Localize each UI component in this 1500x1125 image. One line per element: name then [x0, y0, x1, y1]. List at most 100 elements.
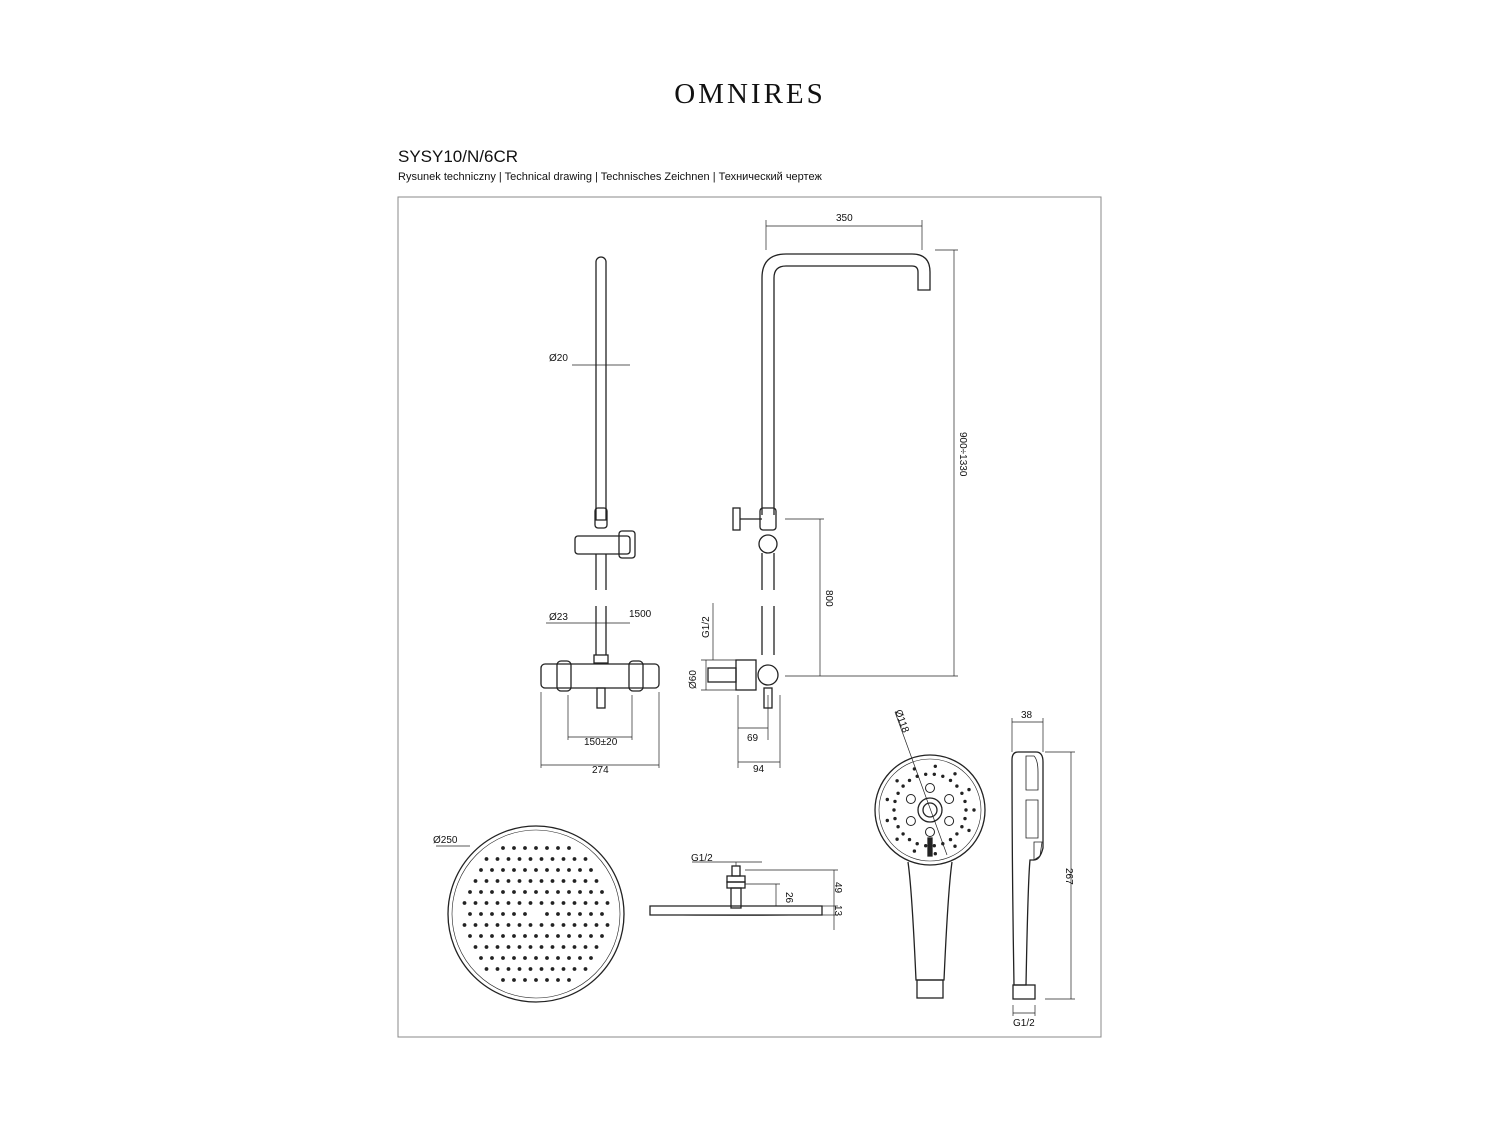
nozzle-ring	[944, 816, 955, 826]
nozzle-hole	[534, 978, 538, 982]
nozzle-hole	[578, 956, 582, 960]
label-hand-depth: 38	[1021, 710, 1033, 721]
nozzle-hole	[512, 956, 516, 960]
nozzle-hole	[479, 868, 483, 872]
label-connector-diameter: Ø60	[688, 670, 699, 689]
nozzle-hole	[545, 978, 549, 982]
label-mixer-width: 274	[592, 765, 609, 776]
nozzle-hole	[572, 967, 577, 971]
spray-dot	[963, 799, 967, 804]
nozzle-hole	[539, 857, 544, 861]
nozzle-hole	[605, 901, 610, 905]
hand-side-dimension-lines	[1011, 718, 1075, 1016]
nozzle-hole	[556, 978, 560, 982]
nozzle-hole	[473, 945, 478, 949]
nozzle-hole	[517, 945, 522, 949]
side-dimension-lines	[701, 220, 958, 768]
nozzle-hole	[523, 934, 527, 938]
nozzle-hole	[572, 879, 577, 883]
nozzle-hole	[583, 879, 588, 883]
nozzle-hole	[545, 868, 549, 872]
spray-dot	[953, 772, 957, 776]
spray-dot	[960, 825, 964, 829]
nozzle-hole	[589, 956, 593, 960]
spray-dot	[932, 772, 936, 776]
nozzle-hole	[589, 868, 593, 872]
nozzle-hole	[567, 978, 571, 982]
nozzle-hole	[534, 890, 538, 894]
nozzle-hole	[572, 901, 577, 905]
nozzle-hole	[534, 868, 538, 872]
spray-dot	[895, 779, 899, 783]
nozzle-hole	[556, 956, 560, 960]
spray-dot	[967, 787, 971, 792]
nozzle-hole	[589, 934, 593, 938]
spray-dot	[893, 799, 897, 804]
nozzle-hole	[578, 912, 582, 916]
nozzle-hole	[506, 967, 511, 971]
spray-dot	[967, 828, 971, 833]
label-overhead-reach: 350	[836, 213, 853, 224]
nozzle-hole	[572, 945, 577, 949]
nozzle-hole	[495, 901, 500, 905]
nozzle-hole	[572, 923, 577, 927]
nozzle-hole	[539, 967, 544, 971]
nozzle-hole	[545, 912, 549, 916]
spray-dot	[885, 818, 889, 823]
nozzle-hole	[501, 890, 505, 894]
nozzle-hole	[556, 912, 560, 916]
label-inlet-thread: G1/2	[701, 616, 712, 638]
nozzle-hole	[512, 846, 516, 850]
nozzle-hole	[517, 879, 522, 883]
spray-dot	[941, 774, 945, 778]
label-depth-b: 94	[753, 764, 765, 775]
brand-logo: OMNIRES	[674, 78, 826, 110]
nozzle-hole	[517, 901, 522, 905]
nozzle-hole	[484, 923, 489, 927]
nozzle-hole	[473, 923, 478, 927]
spray-dot	[896, 825, 900, 829]
nozzle-hole	[550, 857, 555, 861]
nozzle-hole	[528, 945, 533, 949]
nozzle-hole	[490, 890, 494, 894]
nozzle-hole	[567, 890, 571, 894]
nozzle-hole	[539, 923, 544, 927]
spray-dot	[912, 849, 917, 853]
nozzle-hole	[561, 945, 566, 949]
spray-dot	[907, 837, 912, 842]
nozzle-hole	[589, 890, 593, 894]
nozzle-hole	[517, 923, 522, 927]
nozzle-hole	[561, 967, 566, 971]
nozzle-hole	[539, 901, 544, 905]
nozzle-hole	[556, 846, 560, 850]
nozzle-hole	[490, 868, 494, 872]
nozzle-hole	[550, 901, 555, 905]
nozzle-hole	[506, 879, 511, 883]
nozzle-hole	[528, 923, 533, 927]
nozzle-ring	[905, 816, 916, 826]
nozzle-hole	[600, 912, 604, 916]
hand-shower-side	[1011, 751, 1044, 1000]
rain-head-side-view	[649, 865, 823, 916]
spray-dot	[972, 808, 976, 812]
nozzle-hole	[501, 978, 505, 982]
nozzle-hole	[583, 945, 588, 949]
spray-dot	[933, 764, 937, 768]
nozzle-hole	[517, 857, 522, 861]
nozzle-hole	[479, 890, 483, 894]
nozzle-hole	[567, 912, 571, 916]
nozzle-hole	[545, 846, 549, 850]
spray-dot	[955, 832, 959, 836]
nozzle-hole	[490, 956, 494, 960]
nozzle-hole	[484, 945, 489, 949]
nozzle-hole	[567, 868, 571, 872]
nozzle-ring	[925, 783, 935, 793]
nozzle-hole	[572, 857, 577, 861]
nozzle-hole	[501, 846, 505, 850]
label-rail-diameter: Ø20	[549, 353, 568, 364]
spray-dot	[901, 832, 905, 836]
nozzle-hole	[523, 912, 527, 916]
nozzle-hole	[550, 945, 555, 949]
nozzle-hole	[490, 912, 494, 916]
nozzle-hole	[583, 901, 588, 905]
